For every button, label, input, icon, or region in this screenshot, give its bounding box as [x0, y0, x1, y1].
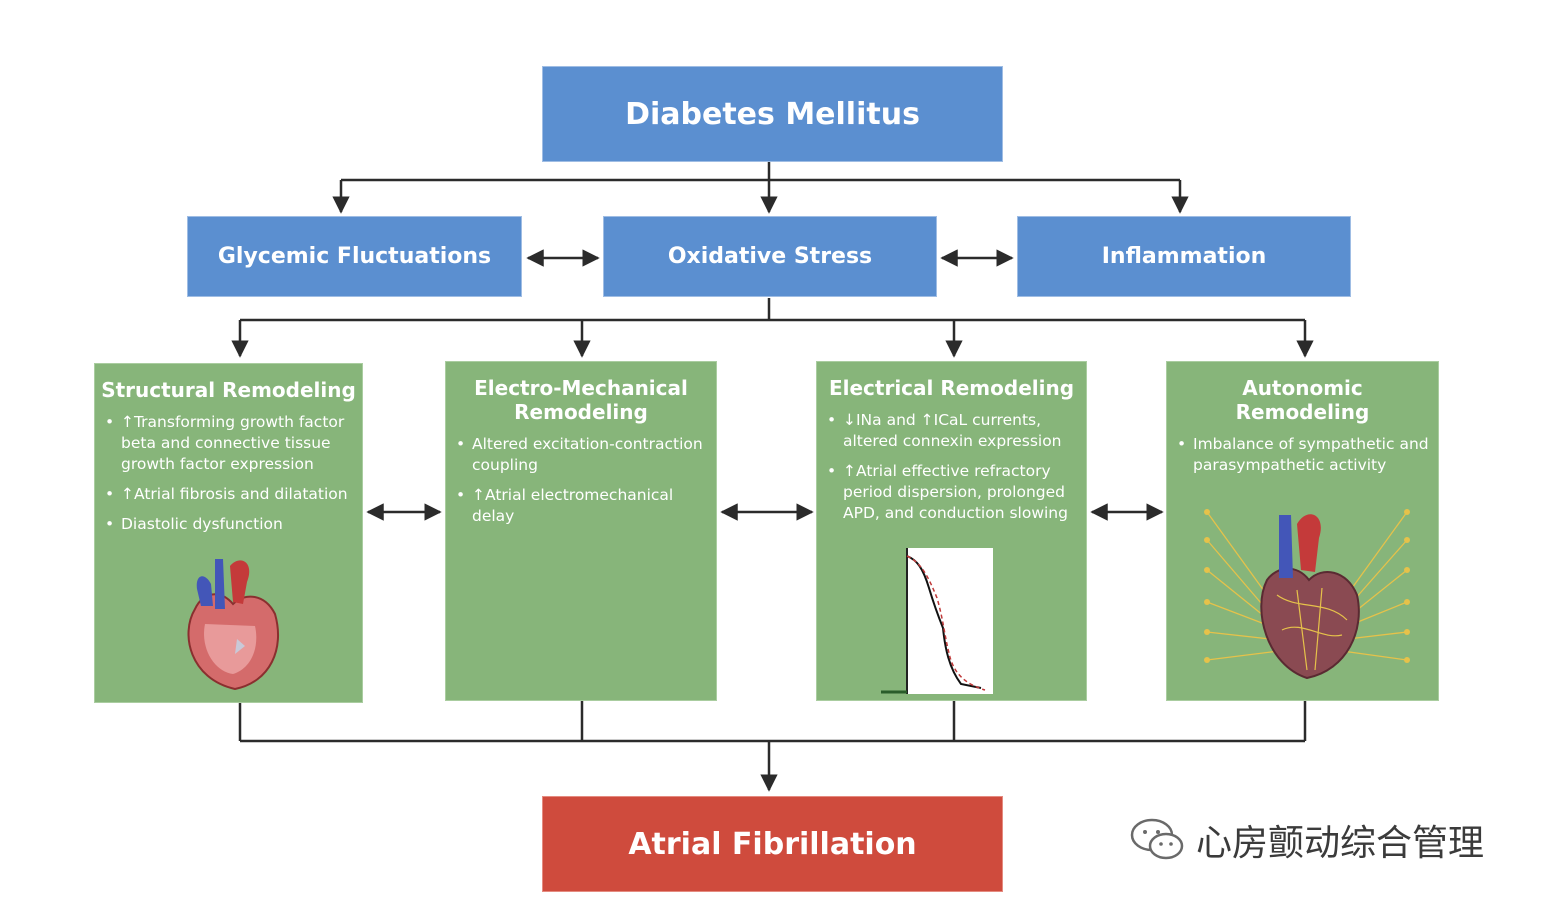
bullet-item: Imbalance of sympathetic and parasympath… — [1177, 434, 1430, 476]
inflammation-label: Inflammation — [1101, 244, 1267, 269]
structural-remodeling-panel: Structural Remodeling ↑Transforming grow… — [94, 363, 363, 703]
autonomic-remodeling-title: Autonomic Remodeling — [1235, 376, 1370, 424]
bullet-item: ↑Atrial electromechanical delay — [456, 485, 708, 527]
structural-remodeling-bullets: ↑Transforming growth factor beta and con… — [95, 412, 362, 535]
diabetes-mellitus-label: Diabetes Mellitus — [625, 96, 920, 132]
glycemic-fluctuations-label: Glycemic Fluctuations — [217, 244, 492, 269]
bullet-item: ↑Atrial effective refractory period disp… — [827, 461, 1078, 524]
bullet-item: Altered excitation-contraction coupling — [456, 434, 708, 476]
heart-cross-section-illustration — [187, 559, 280, 691]
structural-remodeling-title: Structural Remodeling — [101, 378, 356, 402]
electrical-remodeling-bullets: ↓INa and ↑ICaL currents, altered connexi… — [817, 410, 1086, 524]
electrical-remodeling-panel: Electrical Remodeling ↓INa and ↑ICaL cur… — [816, 361, 1087, 701]
electrical-remodeling-title: Electrical Remodeling — [828, 376, 1075, 400]
atrial-fibrillation-label: Atrial Fibrillation — [628, 826, 917, 862]
innervated-heart-illustration — [1204, 509, 1410, 680]
watermark-text: 心房颤动综合管理 — [1196, 823, 1485, 864]
glycemic-fluctuations-box: Glycemic Fluctuations — [187, 216, 522, 297]
electro-mechanical-remodeling-bullets: Altered excitation-contraction coupling … — [446, 434, 716, 527]
bullet-item: ↑Atrial fibrosis and dilatation — [105, 484, 354, 505]
bullet-item: Diastolic dysfunction — [105, 514, 354, 535]
wechat-watermark: 心房颤动综合管理 — [1128, 812, 1508, 868]
atrial-fibrillation-box: Atrial Fibrillation — [542, 796, 1003, 892]
electro-mechanical-remodeling-panel: Electro-Mechanical Remodeling Altered ex… — [445, 361, 717, 701]
action-potential-plot-illustration — [881, 548, 993, 694]
autonomic-remodeling-panel: Autonomic Remodeling Imbalance of sympat… — [1166, 361, 1439, 701]
electro-mechanical-remodeling-title: Electro-Mechanical Remodeling — [474, 376, 688, 424]
autonomic-remodeling-bullets: Imbalance of sympathetic and parasympath… — [1167, 434, 1438, 476]
bullet-item: ↓INa and ↑ICaL currents, altered connexi… — [827, 410, 1078, 452]
bullet-item: ↑Transforming growth factor beta and con… — [105, 412, 354, 475]
inflammation-box: Inflammation — [1017, 216, 1351, 297]
diabetes-mellitus-box: Diabetes Mellitus — [542, 66, 1003, 162]
oxidative-stress-box: Oxidative Stress — [603, 216, 937, 297]
oxidative-stress-label: Oxidative Stress — [667, 244, 873, 269]
wechat-logo-icon — [1130, 818, 1184, 860]
